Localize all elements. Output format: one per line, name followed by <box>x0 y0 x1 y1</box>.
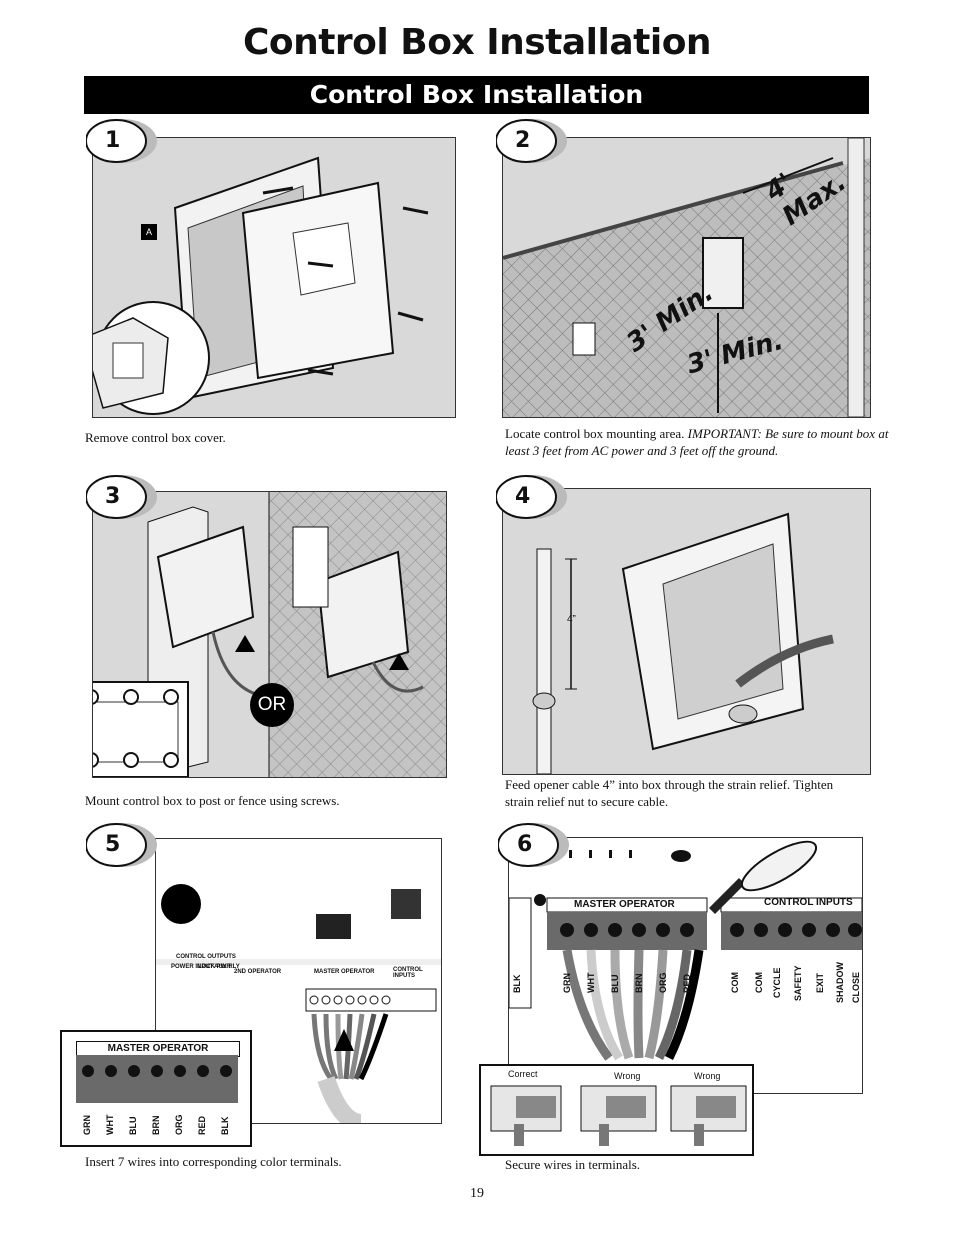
step-4-panel: 4” <box>502 488 871 775</box>
step-5-badge <box>86 823 157 867</box>
step-6-check-inset: Correct Wrong Wrong <box>479 1064 754 1156</box>
step-2-caption-important: IMPORTANT: Be sure to mount box at least… <box>505 426 889 458</box>
inset-terminal-strip <box>76 1055 238 1103</box>
step-4-illustration <box>503 489 870 774</box>
step-6-caption: Secure wires in terminals. <box>505 1157 641 1172</box>
section-banner: Control Box Installation <box>84 76 869 114</box>
inset-terminal-red: RED <box>197 1115 207 1135</box>
step-2-panel: 4' Max. 3' Min. 3' Min. <box>502 137 871 418</box>
terminal-shadow: SHADOW <box>835 962 845 1003</box>
step-1-illustration <box>93 138 455 417</box>
step-3-number: 3 <box>105 484 121 509</box>
step-1-number: 1 <box>105 128 121 153</box>
step-1-panel: A <box>92 137 456 418</box>
terminal-brn: BRN <box>634 973 644 994</box>
or-badge: OR <box>250 683 294 727</box>
terminal-blk: BLK <box>512 974 522 994</box>
terminal-red: RED <box>682 973 692 993</box>
step-5-number: 5 <box>105 832 121 857</box>
step-2-badge <box>496 119 567 163</box>
step-5-terminal-inset: MASTER OPERATOR GRN WHT BLU BRN ORG RED … <box>60 1030 252 1147</box>
terminal-cycle: CYCLE <box>772 967 782 998</box>
check-wrong-label-1: Wrong <box>614 1071 641 1081</box>
terminal-org: ORG <box>658 972 668 993</box>
step-3-badge <box>86 475 157 519</box>
step-4-caption: Feed opener cable 4” into box through th… <box>505 777 834 809</box>
step-3-illustration <box>93 492 446 777</box>
check-wrong-label-2: Wrong <box>694 1071 721 1081</box>
terminal-wht: WHT <box>586 972 596 994</box>
board-label-lock-pwr: LOCK PWR <box>198 964 231 970</box>
step-1-badge <box>86 119 157 163</box>
inset-terminal-grn: GRN <box>82 1115 92 1135</box>
step-6-board <box>509 838 862 1093</box>
board-label-control-inputs: CONTROL INPUTS <box>393 967 423 979</box>
inset-terminal-blu: BLU <box>128 1116 138 1136</box>
step-6-badge <box>498 823 569 867</box>
step-2-caption-text: Locate control box mounting area. <box>505 426 685 441</box>
step-2-illustration <box>503 138 870 417</box>
inset-terminal-blk: BLK <box>220 1116 230 1136</box>
board-label-master-operator: MASTER OPERATOR <box>314 969 375 975</box>
step-6-number: 6 <box>517 832 533 857</box>
marker-a: A <box>141 224 157 240</box>
master-operator-header: MASTER OPERATOR <box>574 899 675 910</box>
control-inputs-header: CONTROL INPUTS <box>764 897 853 908</box>
inset-terminal-org: ORG <box>174 1114 184 1135</box>
terminal-safety: SAFETY <box>793 965 803 1001</box>
step-6-panel: MASTER OPERATOR CONTROL INPUTS BLK GRN W… <box>508 837 863 1094</box>
step-4-badge <box>496 475 567 519</box>
step-2-number: 2 <box>515 128 531 153</box>
terminal-close: CLOSE <box>851 971 861 1003</box>
inset-terminal-wht: WHT <box>105 1114 115 1136</box>
step-4-number: 4 <box>515 484 531 509</box>
board-label-2nd-operator: 2ND OPERATOR <box>234 969 282 975</box>
inset-terminal-brn: BRN <box>151 1115 161 1136</box>
step-5-caption: Insert 7 wires into corresponding color … <box>85 1154 342 1169</box>
measure-4-inch: 4” <box>567 614 576 625</box>
page-number: 19 <box>470 1186 484 1201</box>
board-label-aux-rly: AUX RLY <box>214 964 240 970</box>
board-label-control-outputs: CONTROL OUTPUTS <box>176 954 236 960</box>
terminal-exit: EXIT <box>815 972 825 993</box>
step-1-caption: Remove control box cover. <box>85 430 226 445</box>
step-3-caption: Mount control box to post or fence using… <box>85 793 340 808</box>
wire-check-illustration <box>481 1066 752 1154</box>
terminal-grn: GRN <box>562 973 572 993</box>
page-title: Control Box Installation <box>242 22 712 63</box>
terminal-com-1: COM <box>730 972 740 993</box>
terminal-com-2: COM <box>754 972 764 993</box>
step-3-panel <box>92 491 447 778</box>
check-correct-label: Correct <box>508 1069 538 1079</box>
board-label-power-input: POWER INPUT <box>171 964 214 970</box>
step-2-caption: Locate control box mounting area. IMPORT… <box>505 425 895 459</box>
terminal-blu: BLU <box>610 974 620 994</box>
